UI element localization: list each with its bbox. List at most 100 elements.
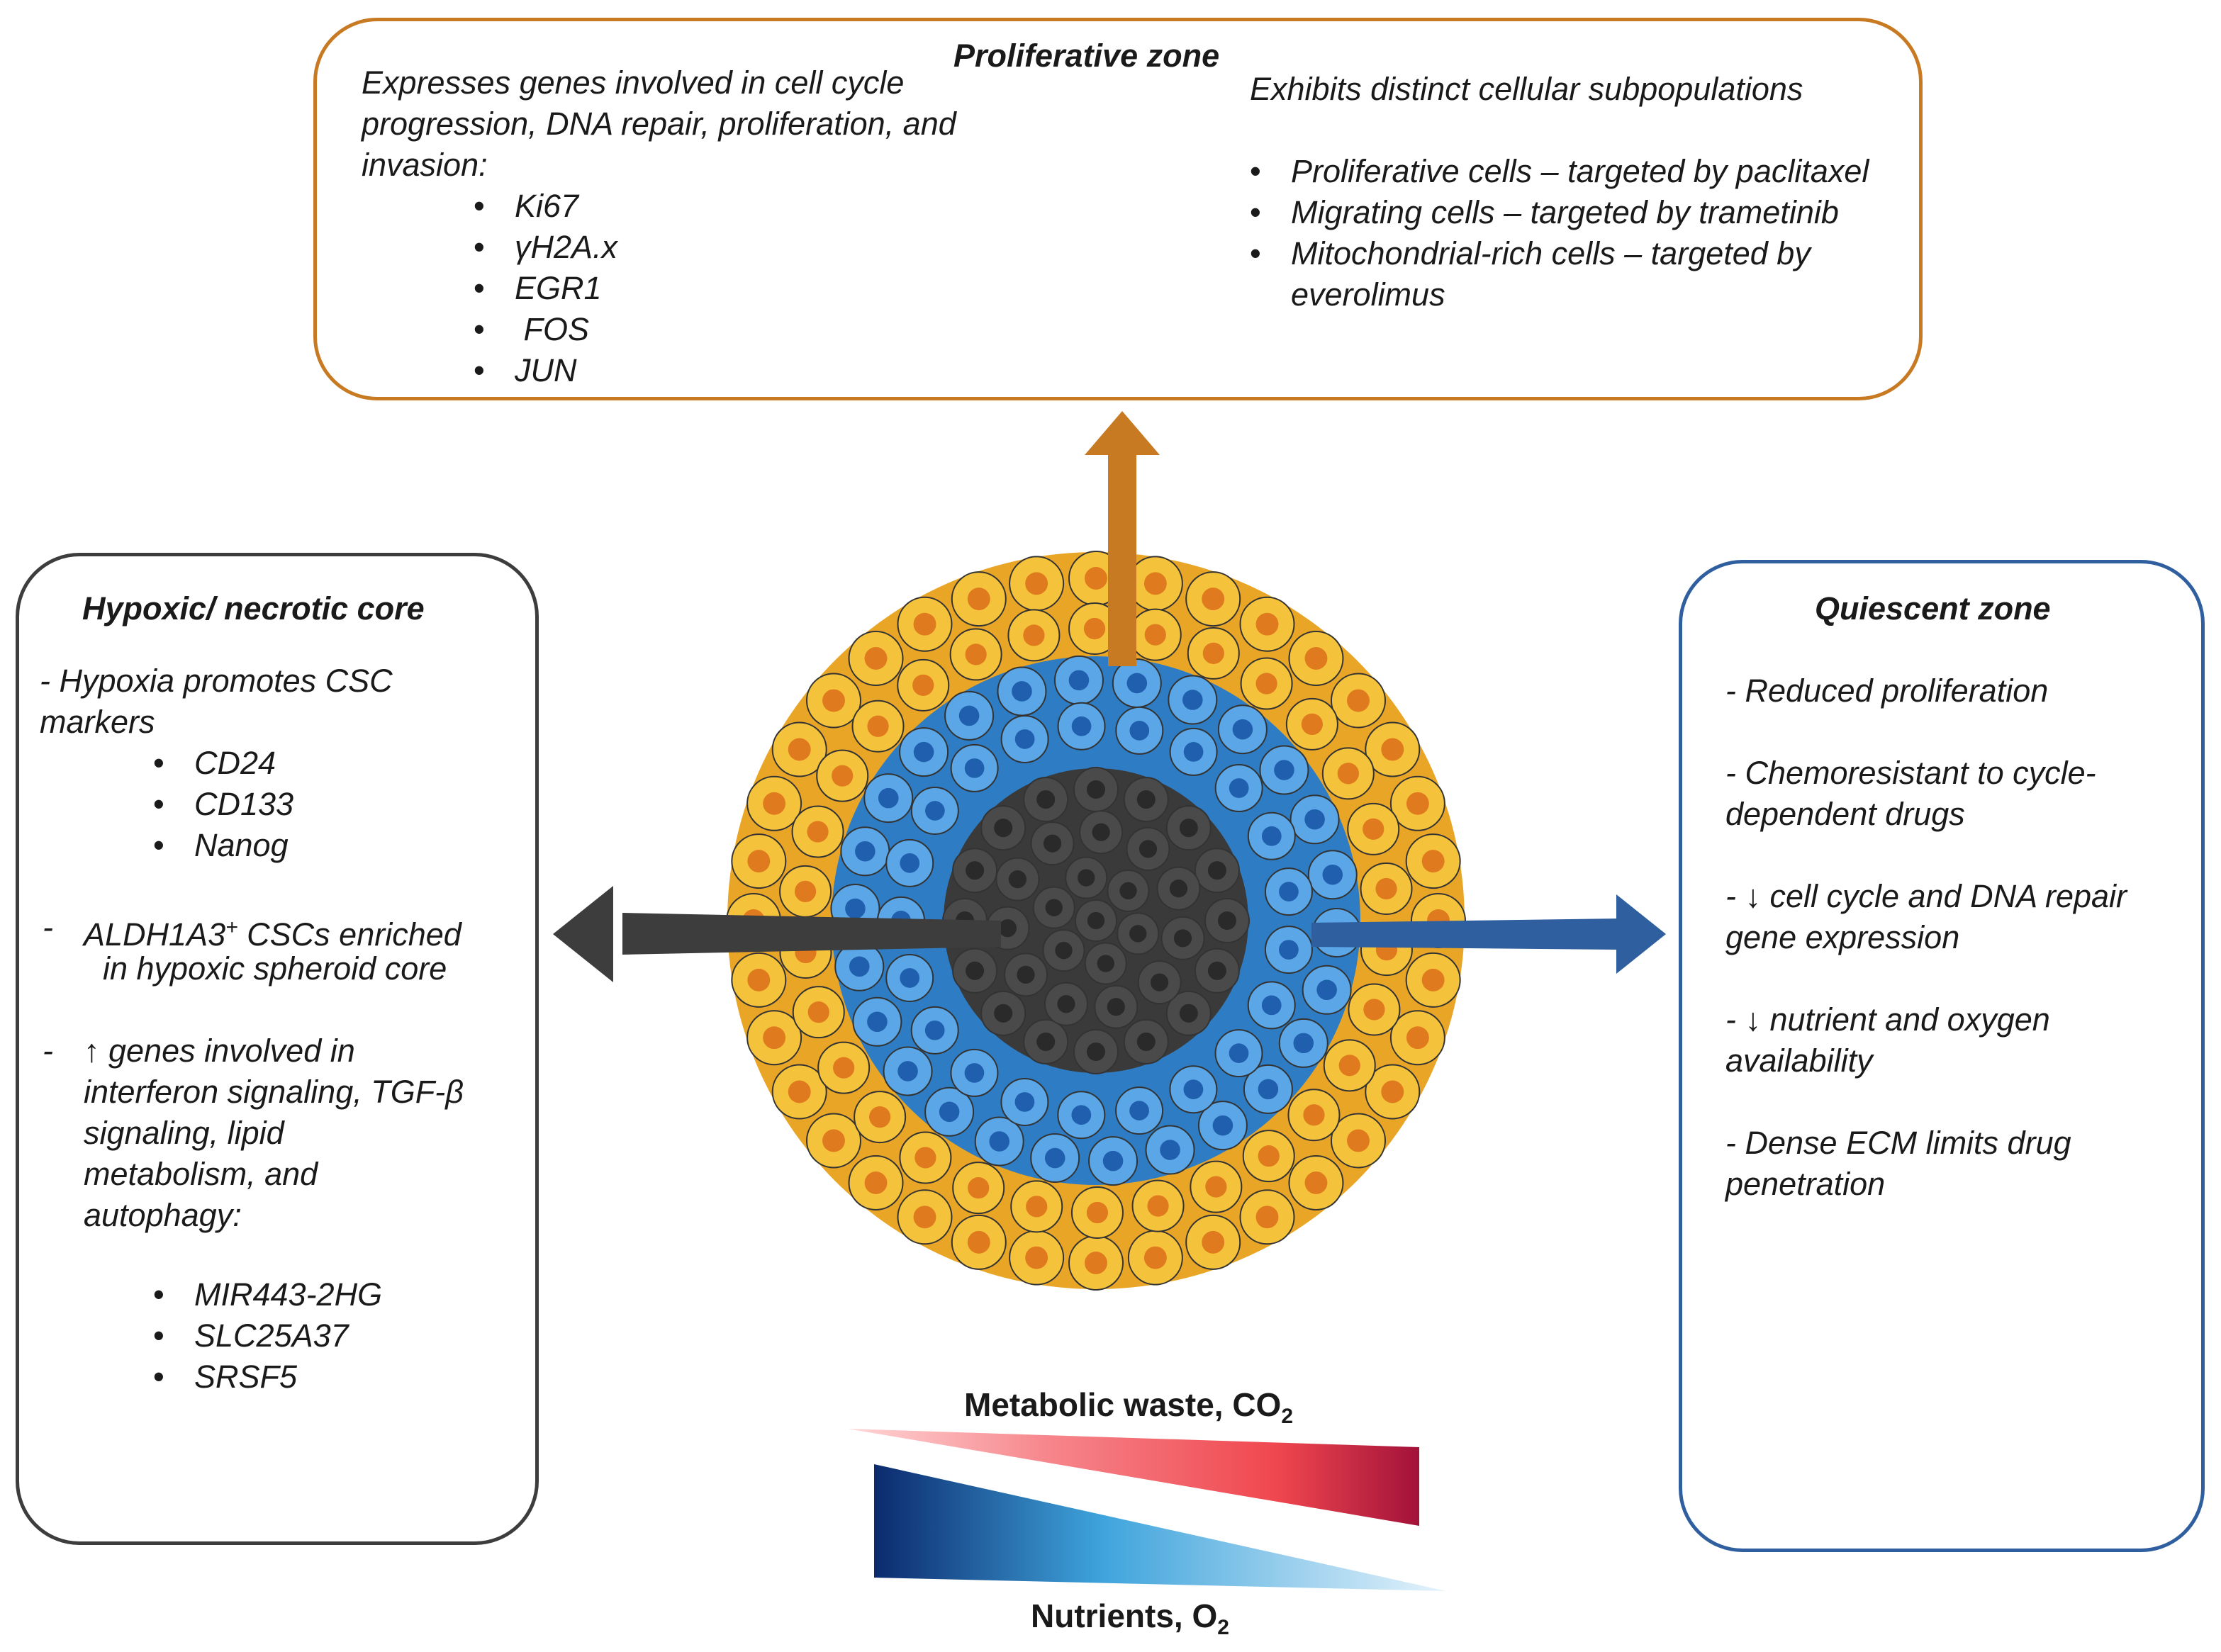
blue-cell [840,826,890,877]
text-line: ↑ genes involved in [84,1033,355,1069]
text-line: - ↓ nutrient and oxygen [1725,1001,2050,1038]
yellow-cell [851,699,905,753]
dark-cell [1165,990,1212,1036]
quiescent-zone-box [1679,560,2205,1552]
subpopulation-list: Proliferative cells – targeted by paclit… [1250,151,1923,315]
text-line: - Dense ECM limits drug [1725,1125,2071,1161]
yellow-cell [1321,747,1375,800]
blue-cell [1053,655,1104,705]
text-line: - Reduced proliferation [1725,673,2049,709]
blue-cell [1169,1065,1218,1114]
yellow-cell [949,628,1002,681]
proliferative-zone-title: Proliferative zone [953,38,1220,74]
intro-line: Expresses genes involved in cell cycle [362,64,905,101]
nutrient-label-text: Nutrients, O [1031,1597,1218,1634]
blue-cell [1169,727,1218,776]
aldh-dash: - [43,909,53,945]
blue-cell [924,1086,975,1137]
blue-cell [910,1006,959,1055]
yellow-cell [1007,609,1061,662]
blue-cell [1115,1086,1164,1135]
yellow-cell [1288,631,1344,687]
text-line: - ↓ cell cycle and DNA repair [1725,878,2127,914]
dark-cell [1065,856,1108,899]
text-line: signaling, lipid [84,1115,284,1151]
yellow-cell [1009,1230,1065,1286]
yellow-cell [731,952,787,1008]
blue-cell [1000,714,1049,763]
blue-cell [910,786,959,835]
dark-cell [1156,866,1201,911]
list-item: SRSF5 [153,1356,382,1398]
waste-label-text: Metabolic waste, CO [964,1386,1282,1423]
blue-cell [883,1046,933,1096]
hypoxic-gene-text: ↑ genes involved in interferon signaling… [84,1030,464,1236]
list-item: MIR443-2HG [153,1274,382,1315]
yellow-cell [1239,596,1295,652]
list-item: Proliferative cells – targeted by paclit… [1250,151,1923,192]
yellow-cell [1070,1186,1124,1239]
dark-cell [1023,1018,1069,1064]
blue-cell [1214,1029,1263,1078]
yellow-cell [1323,1039,1376,1092]
yellow-cell [1360,862,1413,916]
text-line: markers [40,704,155,740]
yellow-cell [816,749,869,802]
dark-cell [1123,777,1169,823]
dark-cell [1042,929,1085,972]
hypoxia-csc-text: - Hypoxia promotes CSC markers [40,661,393,743]
list-item: SLC25A37 [153,1315,382,1356]
yellow-cell [806,673,862,729]
text-line: interferon signaling, TGF-β [84,1074,464,1110]
blue-cell [950,1048,999,1097]
yellow-cell [1009,556,1065,612]
blue-cell [1030,1133,1080,1184]
nutrients-label: Nutrients, O2 [1031,1597,1229,1640]
blue-cell [1168,675,1218,725]
blue-cell [1247,981,1296,1030]
text-line: - Chemoresistant to cycle- [1725,755,2096,791]
blue-cell [1302,965,1352,1015]
list-item: JUN [474,350,617,391]
list-item: - ↓ cell cycle and DNA repair gene expre… [1725,876,2127,958]
blue-cell [1115,706,1164,755]
list-item: - Dense ECM limits drug penetration [1725,1123,2127,1205]
arrow-to-quiescent [1311,894,1666,974]
list-item: - Reduced proliferation [1725,670,2127,712]
blue-cell [997,666,1047,717]
list-item: γH2A.x [474,227,617,268]
tumor-spheroid [726,551,1466,1291]
yellow-cell [897,596,953,652]
blue-cell [1112,658,1162,708]
yellow-cell [791,805,844,858]
yellow-cell [1348,983,1401,1036]
list-item: CD24 [153,743,293,784]
yellow-cell [1185,1214,1241,1270]
yellow-cell [1010,1180,1063,1233]
dark-cell [1194,848,1240,894]
proliferative-intro: Expresses genes involved in cell cycle p… [362,62,956,186]
metabolic-waste-label: Metabolic waste, CO2 [964,1386,1293,1429]
blue-cell [1057,1091,1106,1140]
yellow-cell [1405,952,1461,1008]
dark-cell [1204,898,1250,943]
blue-cell [1217,704,1268,755]
yellow-cell [1285,697,1338,751]
blue-cell [863,773,914,824]
dark-cell [1194,948,1240,994]
dark-cell [1160,916,1205,960]
yellow-cell [899,1131,952,1184]
yellow-cell [848,1154,904,1210]
yellow-cell [1330,1113,1386,1169]
blue-cell [1057,702,1106,751]
dark-cell [980,990,1026,1036]
yellow-cell [771,721,827,777]
text-line: gene expression [1725,919,1960,955]
text-line: - Hypoxia promotes CSC [40,663,393,699]
aldh-text-line2: in hypoxic spheroid core [103,950,447,987]
yellow-cell [1240,657,1293,710]
dark-cell [1075,899,1117,942]
blue-cell [1264,867,1313,916]
aldh-superscript: + [225,916,238,939]
